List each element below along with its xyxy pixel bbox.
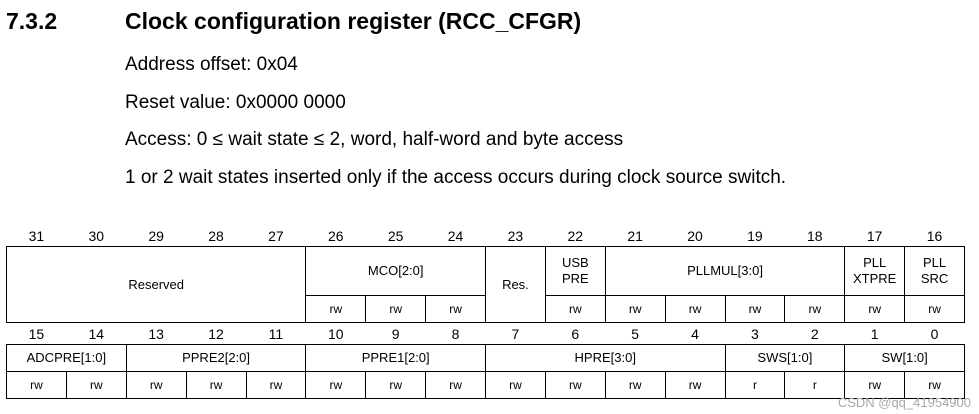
bit-number: 22 (567, 228, 584, 244)
register-field: PPRE1[2:0] (305, 344, 486, 372)
bit-number: 7 (511, 326, 520, 342)
bit-number: 16 (926, 228, 943, 244)
access-type: rw (365, 371, 427, 399)
access-type: rw (604, 371, 666, 399)
bit-number: 21 (627, 228, 643, 244)
access-type: rw (365, 295, 427, 323)
bit-number: 1 (870, 326, 879, 342)
bit-number: 30 (88, 228, 105, 244)
access-type: rw (425, 371, 486, 399)
register-field: HPRE[3:0] (485, 344, 726, 372)
watermark: CSDN @qq_41954900 (837, 395, 971, 410)
register-field: SWS[1:0] (724, 344, 846, 372)
access-type: rw (245, 371, 307, 399)
access-type: rw (544, 371, 606, 399)
reset-value-text: Reset value: 0x0000 0000 (125, 92, 346, 113)
access-text: Access: 0 ≤ wait state ≤ 2, word, half-w… (125, 129, 624, 150)
bit-number: 26 (328, 228, 344, 244)
bit-number: 28 (208, 228, 224, 244)
bit-number: 18 (807, 228, 823, 244)
bit-number: 27 (268, 228, 284, 244)
wait-state-note: 1 or 2 wait states inserted only if the … (125, 167, 787, 188)
access-type: rw (904, 371, 965, 399)
register-field: PLLMUL[3:0] (604, 246, 846, 296)
bit-number: 20 (687, 228, 703, 244)
access-type: rw (844, 295, 906, 323)
register-field: Reserved (5, 246, 307, 323)
address-offset-text: Address offset: 0x04 (125, 54, 298, 75)
bit-number: 19 (747, 228, 763, 244)
access-type: rw (305, 295, 367, 323)
bit-number: 3 (751, 326, 759, 342)
bit-number: 6 (571, 326, 580, 342)
register-field: PPRE2[2:0] (125, 344, 307, 372)
bit-number: 4 (691, 326, 699, 342)
bit-number: 8 (451, 326, 460, 342)
bit-number: 13 (148, 326, 164, 342)
access-type: rw (6, 371, 67, 399)
register-field: SW[1:0] (844, 344, 965, 372)
bit-number: 25 (387, 228, 404, 244)
access-type: rw (485, 371, 546, 399)
access-type: rw (425, 295, 486, 323)
bit-number: 2 (810, 326, 819, 342)
bit-number: 23 (507, 228, 524, 244)
bit-number: 14 (88, 326, 105, 342)
bit-number: 17 (866, 228, 883, 244)
access-type: r (724, 371, 786, 399)
bit-number: 0 (930, 326, 939, 342)
access-type: rw (844, 371, 906, 399)
bit-number: 5 (631, 326, 640, 342)
access-type: rw (544, 295, 606, 323)
section-number: 7.3.2 (6, 8, 58, 34)
bit-number: 9 (391, 326, 400, 342)
bit-number: 29 (148, 228, 164, 244)
access-type: rw (904, 295, 965, 323)
bit-number: 12 (208, 326, 224, 342)
register-field: MCO[2:0] (305, 246, 486, 296)
access-type: rw (784, 295, 846, 323)
access-type: rw (185, 371, 247, 399)
bit-number: 11 (268, 326, 284, 342)
access-type: rw (65, 371, 127, 399)
register-field: ADCPRE[1:0] (6, 344, 127, 372)
bit-number: 15 (28, 326, 45, 342)
bit-number: 10 (328, 326, 344, 342)
access-type: rw (305, 371, 367, 399)
access-type: rw (724, 295, 786, 323)
bit-number: 24 (447, 228, 464, 244)
access-type: r (784, 371, 846, 399)
bit-number: 31 (28, 228, 45, 244)
register-field: Res. (485, 246, 546, 323)
access-type: rw (604, 295, 666, 323)
access-type: rw (664, 371, 726, 399)
access-type: rw (125, 371, 187, 399)
section-title: Clock configuration register (RCC_CFGR) (125, 8, 582, 34)
access-type: rw (664, 295, 726, 323)
